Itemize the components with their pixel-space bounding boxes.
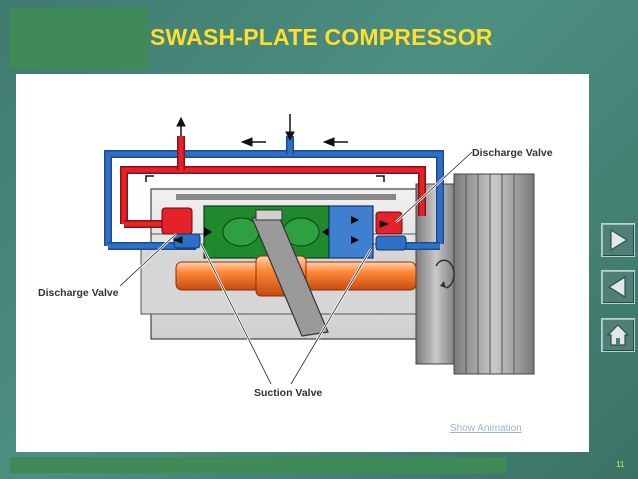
footer-bar bbox=[10, 457, 506, 473]
play-left-icon bbox=[607, 275, 626, 299]
home-icon bbox=[606, 324, 630, 346]
flow-arrows bbox=[145, 114, 390, 244]
home-button[interactable] bbox=[601, 318, 635, 352]
discharge-valve-label-right: Discharge Valve bbox=[472, 147, 553, 159]
discharge-valve-label-left: Discharge Valve bbox=[38, 287, 119, 299]
slide-title: SWASH-PLATE COMPRESSOR bbox=[150, 24, 493, 50]
rotation-arrow-icon bbox=[435, 259, 455, 289]
diagram-panel: Discharge Valve Discharge Valve Suction … bbox=[16, 74, 589, 452]
suction-valve-label: Suction Valve bbox=[254, 387, 322, 399]
compressor-diagram: Discharge Valve Discharge Valve Suction … bbox=[38, 114, 553, 399]
cylinder-blue bbox=[328, 205, 374, 259]
rotation-arrowhead-icon bbox=[440, 281, 446, 288]
swash-plate bbox=[251, 209, 329, 337]
play-right-icon bbox=[610, 228, 629, 252]
discharge-valve-right bbox=[375, 211, 407, 251]
next-slide-button[interactable] bbox=[601, 223, 635, 257]
page-number: 11 bbox=[616, 460, 625, 469]
discharge-line bbox=[120, 136, 426, 228]
previous-slide-button[interactable] bbox=[601, 270, 635, 304]
show-animation-link[interactable]: Show Animation bbox=[450, 423, 522, 434]
pulley bbox=[415, 173, 535, 375]
title-accent-box bbox=[10, 8, 148, 68]
